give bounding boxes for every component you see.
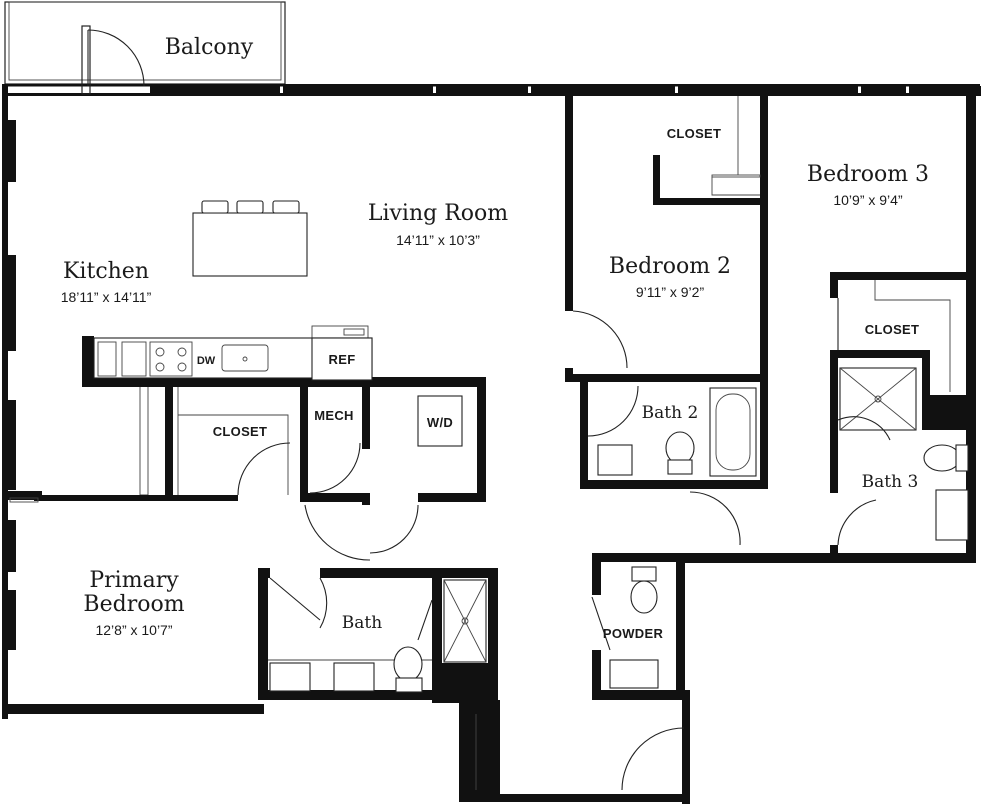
doors [81, 25, 891, 791]
bath2-fixtures [597, 387, 757, 477]
living-room-name: Living Room [368, 201, 508, 226]
kitchen-name: Kitchen [63, 259, 149, 284]
primary-bedroom-name-line2: Bedroom [83, 592, 184, 617]
bedroom3-dims: 10’9” x 9’4” [833, 192, 903, 208]
primary-bath-fixtures [269, 579, 487, 693]
living-room-dims: 14’11” x 10’3” [396, 232, 480, 248]
bedroom2-dims: 9’11” x 9’2” [636, 284, 705, 300]
bedroom2-name: Bedroom 2 [609, 254, 731, 279]
kitchen-island [192, 200, 308, 277]
closet-primary-label: CLOSET [213, 424, 268, 439]
balcony-label: Balcony [165, 35, 254, 60]
refrigerator-label: REF [329, 352, 356, 367]
mech-label: MECH [314, 408, 353, 423]
exterior-walls [2, 84, 981, 804]
kitchen-counter [93, 325, 373, 381]
bedroom3-name: Bedroom 3 [807, 162, 929, 187]
dishwasher-label: DW [197, 355, 216, 367]
kitchen-dims: 18’11” x 14’11” [61, 289, 152, 305]
bath3-fixtures [839, 367, 969, 541]
bath2-name: Bath 2 [642, 403, 699, 423]
bath-name: Bath [342, 613, 382, 633]
primary-bedroom-dims: 12’8” x 10’7” [95, 622, 172, 638]
closet-bedroom2-label: CLOSET [667, 126, 722, 141]
powder-fixtures [609, 566, 659, 689]
closet-bedroom3-label: CLOSET [865, 322, 920, 337]
primary-bedroom-name-line1: Primary [89, 568, 179, 593]
washer-dryer-label: W/D [427, 415, 453, 430]
powder-room-label: POWDER [603, 626, 664, 641]
bath3-name: Bath 3 [862, 472, 919, 492]
interior-walls [2, 96, 970, 703]
washer-dryer [417, 395, 463, 447]
